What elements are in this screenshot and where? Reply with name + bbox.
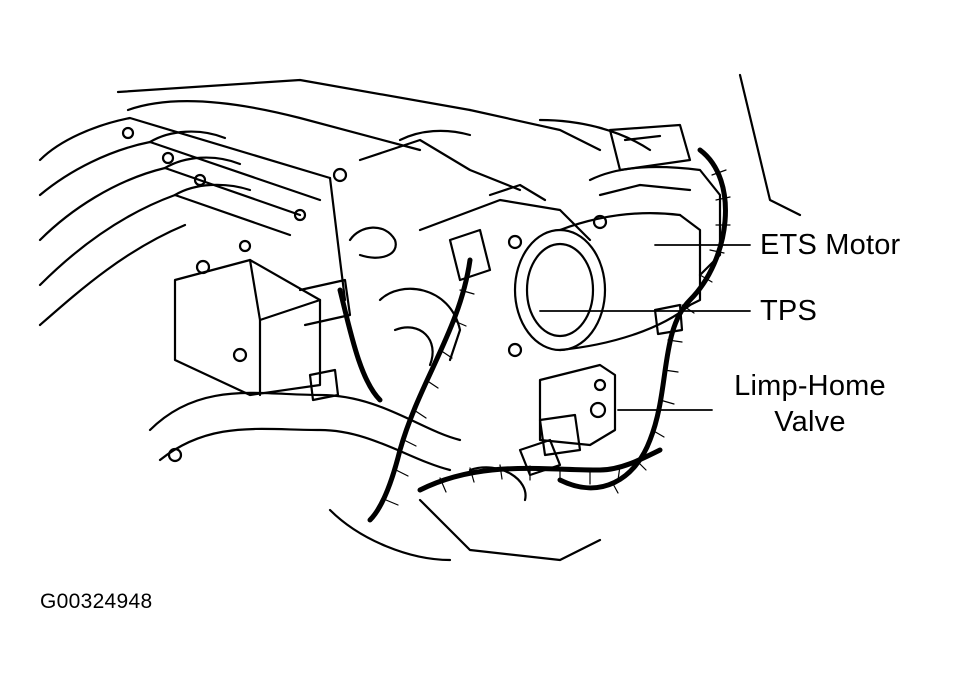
limp-home-label-line1: Limp-Home bbox=[734, 370, 886, 402]
throttle-body bbox=[507, 212, 702, 358]
intake-manifold bbox=[38, 78, 472, 327]
engine-block bbox=[328, 73, 802, 302]
tps-label: TPS bbox=[760, 295, 817, 327]
coolant-hoses bbox=[148, 287, 602, 562]
electrical-connectors bbox=[308, 228, 684, 477]
wiring-harness-ribs bbox=[385, 169, 731, 506]
figure-id: G00324948 bbox=[40, 590, 153, 613]
limp-home-label-line2: Valve bbox=[774, 406, 846, 438]
sensor-block bbox=[173, 258, 352, 397]
ets-motor-housing bbox=[588, 123, 722, 277]
limp-home-valve-label: Limp-Home Valve bbox=[722, 368, 898, 440]
callout-leaders bbox=[539, 244, 751, 411]
ets-motor-label: ETS Motor bbox=[760, 229, 901, 261]
